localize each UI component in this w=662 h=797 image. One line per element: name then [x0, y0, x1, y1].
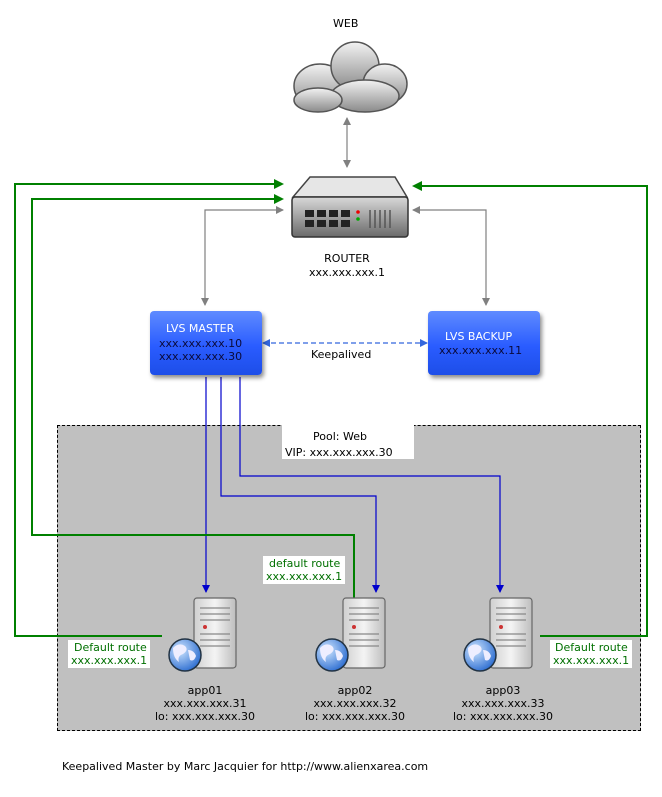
app03-ip: xxx.xxx.xxx.33 [461, 697, 545, 710]
web-label: WEB [333, 17, 359, 30]
pool-vip: VIP: xxx.xxx.xxx.30 [285, 446, 393, 459]
footer-credit: Keepalived Master by Marc Jacquier for h… [62, 760, 429, 773]
server-icon-app02 [342, 597, 386, 669]
globe-icon-app03 [463, 638, 497, 672]
app02-route-label: default route xxx.xxx.xxx.1 [263, 556, 346, 584]
app02-route-text: default route [269, 557, 341, 570]
lvs-master-node: LVS MASTER xxx.xxx.xxx.10 xxx.xxx.xxx.30 [150, 311, 262, 375]
lvs-master-ip-2: xxx.xxx.xxx.30 [159, 350, 243, 363]
lvs-master-label: LVS MASTER [166, 322, 235, 335]
app02-route-ip: xxx.xxx.xxx.1 [266, 570, 343, 583]
router-icon [291, 176, 409, 238]
app01-name: app01 [187, 684, 223, 697]
app03-route-label: Default route xxx.xxx.xxx.1 [550, 640, 633, 668]
app03-route-text: Default route [555, 641, 628, 654]
app02-name: app02 [337, 684, 373, 697]
app01-route-label: Default route xxx.xxx.xxx.1 [68, 640, 151, 668]
app01-route-ip: xxx.xxx.xxx.1 [71, 654, 148, 667]
app01-label: app01 xxx.xxx.xxx.31 lo: xxx.xxx.xxx.30 [145, 684, 265, 723]
router-label: ROUTER [324, 252, 370, 265]
keepalived-label: Keepalived [311, 348, 372, 361]
app03-route-ip: xxx.xxx.xxx.1 [553, 654, 630, 667]
app01-lo: lo: xxx.xxx.xxx.30 [154, 710, 256, 723]
app02-label: app02 xxx.xxx.xxx.32 lo: xxx.xxx.xxx.30 [295, 684, 415, 723]
globe-icon-app02 [315, 638, 349, 672]
pool-title: Pool: Web [313, 430, 367, 443]
lvs-backup-ip: xxx.xxx.xxx.11 [439, 344, 523, 357]
lvs-backup-node: LVS BACKUP xxx.xxx.xxx.11 [428, 311, 540, 375]
app02-default-route [31, 194, 355, 602]
master-to-app02 [220, 377, 380, 593]
app03-lo: lo: xxx.xxx.xxx.30 [452, 710, 554, 723]
router-backup-link [412, 206, 490, 306]
lvs-backup-label: LVS BACKUP [445, 330, 513, 343]
lvs-master-ip-1: xxx.xxx.xxx.10 [159, 337, 243, 350]
app03-default-route [412, 181, 648, 637]
app01-ip: xxx.xxx.xxx.31 [163, 697, 247, 710]
cloud-icon [293, 41, 408, 113]
server-icon-app03 [489, 597, 533, 669]
server-icon-app01 [193, 597, 237, 669]
router-master-link [201, 206, 284, 306]
pool-label-box [282, 425, 414, 459]
app02-lo: lo: xxx.xxx.xxx.30 [304, 710, 406, 723]
app01-default-route [14, 179, 284, 637]
app01-route-text: Default route [74, 641, 147, 654]
master-to-app03 [239, 377, 504, 593]
app03-label: app03 xxx.xxx.xxx.33 lo: xxx.xxx.xxx.30 [443, 684, 563, 723]
router-ip: xxx.xxx.xxx.1 [308, 266, 386, 279]
globe-icon-app01 [168, 638, 202, 672]
app02-ip: xxx.xxx.xxx.32 [313, 697, 397, 710]
app03-name: app03 [485, 684, 521, 697]
